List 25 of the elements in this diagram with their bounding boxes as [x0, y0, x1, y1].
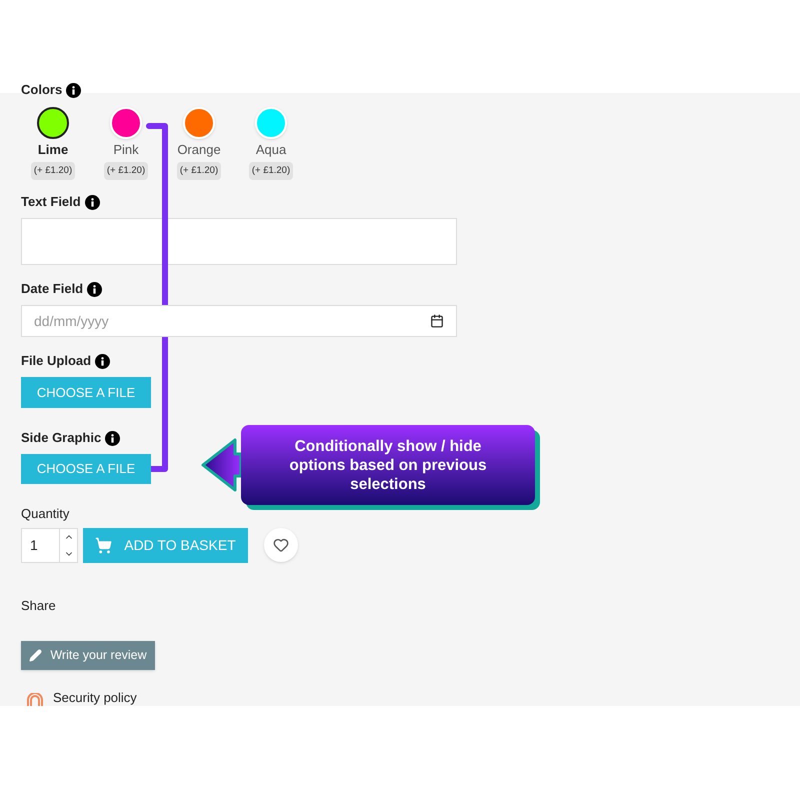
price-tag: (+ £1.20) [104, 162, 148, 180]
field-label: Share [21, 598, 56, 614]
price-tag: (+ £1.20) [176, 162, 222, 180]
connector-line [146, 123, 168, 472]
add-to-basket-button: ADD TO BASKET [83, 528, 248, 563]
file-upload-button: CHOOSE A FILE [21, 377, 151, 408]
field-label: Colors [21, 82, 62, 98]
field-label: Quantity [21, 506, 70, 522]
field-label: Date Field [21, 281, 84, 297]
price-tag: (+ £1.20) [248, 162, 294, 180]
swatch-name: Lime [38, 142, 68, 158]
date-input-field: dd/mm/yyyy [21, 305, 457, 337]
swatch-name: Aqua [256, 142, 286, 158]
callout-box: Conditionally show / hide options based on previous selections [241, 425, 535, 505]
block-arrow [202, 438, 242, 492]
swatch-name: Orange [177, 142, 221, 158]
field-label: Text Field [21, 194, 81, 210]
field-label: File Upload [21, 353, 92, 369]
write-review-button: Write your review [21, 641, 155, 670]
swatch-name: Pink [113, 142, 139, 158]
file-upload-button: CHOOSE A FILE [21, 454, 151, 484]
quantity-input-field: 1 [21, 528, 78, 563]
policy-text: Security policy [53, 690, 137, 706]
price-tag: (+ £1.20) [30, 162, 76, 180]
field-label: Side Graphic [21, 430, 102, 446]
